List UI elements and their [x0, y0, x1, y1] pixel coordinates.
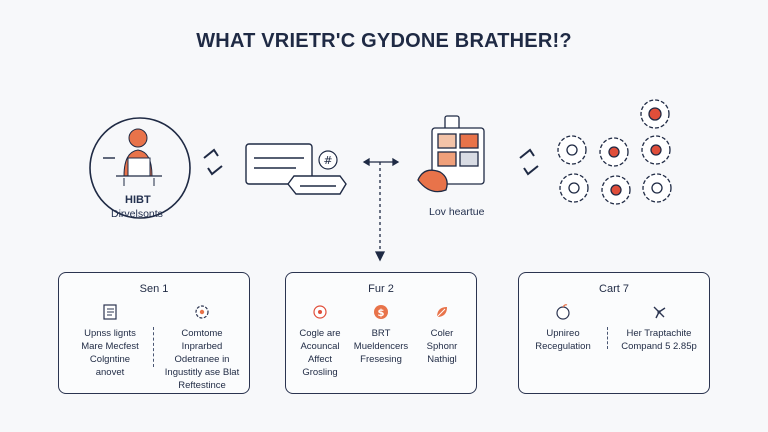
column-line: Mueldencers	[353, 341, 409, 352]
cycle-arrows-icon	[203, 148, 223, 176]
column-divider	[153, 327, 154, 367]
box-column: Her Traptachite Compand 5 2.85p	[611, 303, 707, 353]
box-column: Upnss lignts Mare Mecfest Colgntine anov…	[69, 303, 151, 379]
laptop-device-icon	[245, 143, 347, 195]
info-box-1: Sen 1 Upnss lignts Mare Mecfest Colgntin…	[58, 272, 250, 394]
propeller-icon	[653, 306, 666, 319]
hashtag-icon: #	[318, 150, 338, 170]
gear-cluster-icon	[557, 99, 672, 205]
box-column: Coler Sphonr Nathigl	[412, 303, 472, 366]
document-list-icon	[103, 304, 117, 320]
target-icon	[313, 305, 327, 319]
box-column: Cogle are Acouncal Affect Grosling	[290, 303, 350, 379]
column-divider	[607, 327, 608, 349]
column-line: Nathigl	[427, 354, 457, 365]
column-line: Cogle are	[299, 328, 341, 339]
tablet-with-images-icon	[417, 115, 485, 193]
column-line: Fresesing	[360, 354, 402, 365]
column-line: Ingustitly ase Blat	[164, 367, 240, 378]
column-line: Upnss lignts	[84, 328, 136, 339]
column-line: Reftestince	[178, 380, 226, 391]
column-line: Grosling	[302, 367, 338, 378]
column-line: Recegulation	[535, 341, 591, 352]
gear-network-icon	[195, 305, 209, 319]
column-line: Comtome	[181, 328, 223, 339]
column-line: Mare Mecfest	[81, 341, 139, 352]
box-column: $ BRT Mueldencers Fresesing	[348, 303, 414, 366]
box-title: Fur 2	[368, 283, 394, 295]
column-line: anovet	[95, 367, 125, 378]
column-line: Odetranee in	[174, 354, 230, 365]
person-at-desk-icon	[116, 128, 162, 186]
info-box-3: Cart 7 Upnireo Recegulation Her Traptach…	[518, 272, 710, 394]
column-line: Sphonr	[426, 341, 458, 352]
box-title: Cart 7	[599, 283, 629, 295]
column-line: Inprarbed	[181, 341, 223, 352]
hub-subtitle: Dirvelsonts	[111, 208, 163, 220]
info-box-2: Fur 2 Cogle are Acouncal Affect Grosling…	[285, 272, 477, 394]
apple-icon	[556, 304, 570, 320]
column-line: Her Traptachite	[626, 328, 692, 339]
box-title: Sen 1	[139, 283, 169, 295]
leaf-icon	[436, 307, 447, 318]
box-column: Upnireo Recegulation	[523, 303, 603, 353]
hub-node	[89, 117, 191, 219]
column-line: Colgntine	[89, 354, 131, 365]
column-line: Coler	[430, 328, 454, 339]
dollar-coin-icon: $	[374, 305, 388, 319]
column-line: Acouncal	[300, 341, 340, 352]
column-line: Affect	[307, 354, 333, 365]
column-line: Compand 5 2.85p	[621, 341, 697, 352]
cycle-arrows-icon	[519, 148, 539, 176]
column-line: BRT	[371, 328, 391, 339]
page-title: WHAT VRIETR'C GYDONE BRATHER!?	[196, 30, 572, 52]
box-column: Comtome Inprarbed Odetranee in Ingustitl…	[157, 303, 247, 392]
column-line: Upnireo	[546, 328, 580, 339]
svg-text:#: #	[323, 154, 332, 167]
hub-title: HIBT	[125, 194, 151, 206]
svg-text:$: $	[378, 308, 385, 319]
branch-connector	[362, 157, 400, 262]
middle-label: Lov heartue	[429, 206, 485, 218]
